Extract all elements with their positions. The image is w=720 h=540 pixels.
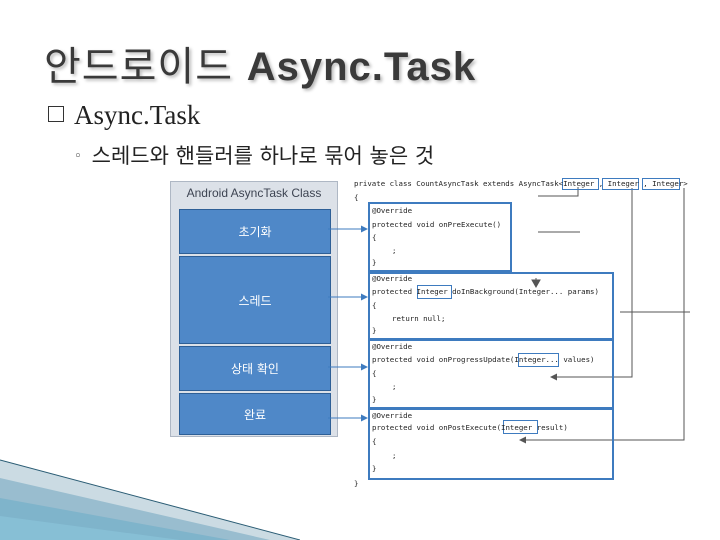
method-box-onpostexecute [368,408,614,480]
code-line: { [372,437,377,446]
return-type-box [417,285,452,299]
code-line: } [372,395,377,404]
code-line: return null; [392,314,446,323]
corner-decoration [0,459,300,540]
ring-bullet-icon: ◦ [74,149,82,164]
block-init: 초기화 [179,209,331,254]
slide-title-korean: 안드로이드 [44,44,233,90]
code-line: { [372,233,377,242]
code-line: protected void onPreExecute() [372,220,502,229]
code-line: ; [392,246,397,255]
asynctask-class-diagram: Android AsyncTask Class 초기화 스레드 상태 확인 완료 [170,181,338,437]
method-box-onpreexecute [368,202,512,272]
code-line: ; [392,451,397,460]
block-thread: 스레드 [179,256,331,344]
generic-param-box-2 [602,178,639,190]
code-line: @Override [372,274,413,283]
code-line: { [372,369,377,378]
code-line: { [354,193,359,202]
bullet-level2-text: 스레드와 핸들러를 하나로 묶어 놓은 것 [91,144,435,168]
class-diagram-title: Android AsyncTask Class [186,186,322,200]
code-line: private class CountAsyncTask extends Asy… [354,179,688,188]
block-status-check: 상태 확인 [179,346,331,391]
code-line: @Override [372,411,413,420]
result-type-box [503,420,538,434]
slide-title: 안드로이드 Async.Task [44,34,476,92]
block-complete: 완료 [179,393,331,435]
square-bullet-icon [48,106,64,122]
bullet-level1: Async.Task [48,100,200,131]
code-line: @Override [372,206,413,215]
generic-param-box-1 [562,178,599,190]
slide-title-english: Async.Task [246,45,477,89]
code-line: protected Integer doInBackground(Integer… [372,287,599,296]
code-listing: private class CountAsyncTask extends Asy… [344,176,688,488]
bullet-level2: ◦ 스레드와 핸들러를 하나로 묶어 놓은 것 [74,140,434,170]
bullet-level1-text: Async.Task [74,100,201,130]
code-line: } [372,258,377,267]
values-type-box [518,353,559,367]
code-line: { [372,301,377,310]
code-line: ; [392,382,397,391]
code-line: protected void onPostExecute(Integer res… [372,423,568,432]
code-line: protected void onProgressUpdate(Integer.… [372,355,595,364]
generic-param-box-3 [642,178,680,190]
code-line: @Override [372,342,413,351]
code-line: } [372,326,377,335]
code-line: } [372,464,377,473]
code-line: } [354,479,359,488]
